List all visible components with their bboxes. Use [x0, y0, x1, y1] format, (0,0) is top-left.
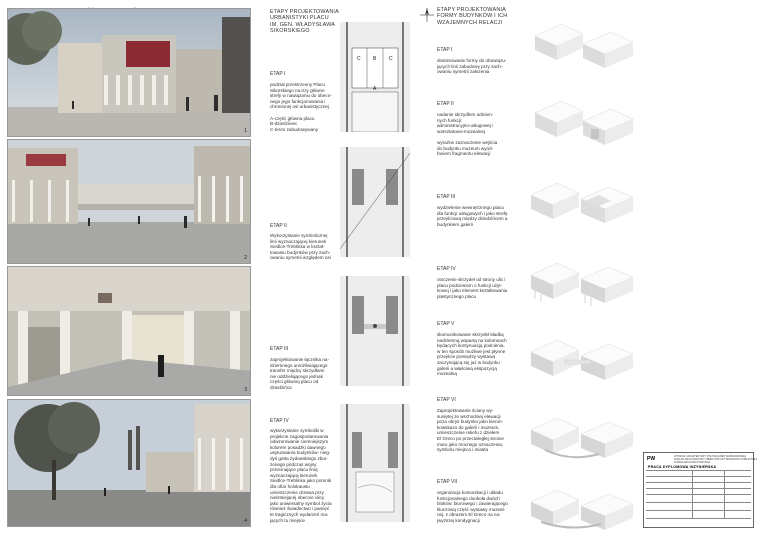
university-logo: PW	[647, 456, 656, 462]
urbanism-stage-4-text: wykorzystanie symboliki w projekcie zago…	[270, 428, 332, 523]
urbanism-stage-1-label: ETAP I	[270, 71, 286, 77]
plan-diagram-4	[340, 404, 410, 522]
massing-model-4	[521, 247, 639, 309]
building-stage-7-label: ETAP VII	[437, 479, 458, 485]
plan-diagram-2	[340, 147, 410, 257]
urbanism-stage-2-text: Wykorzystanie symbolicznej linii wyznacz…	[270, 233, 331, 261]
urbanism-stage-3-text: zaprojektowanie łącznika na- dziemnego u…	[270, 357, 329, 390]
building-stage-4-text: otoczenie skrzydeł od strony ulic i plac…	[437, 277, 508, 299]
title-block: PW WYDZIAŁ ARCHITEKTURY POLITECHNIKI WAR…	[643, 452, 757, 528]
plan-label-a: A	[373, 86, 377, 92]
building-stage-3-label: ETAP III	[437, 194, 456, 200]
render-image-1	[8, 9, 250, 136]
render-number: 3	[244, 387, 247, 393]
plan-diagram-1: C B C A	[340, 22, 410, 132]
building-stage-6-label: ETAP VI	[437, 397, 456, 403]
title-block-line-1: WYDZIAŁ ARCHITEKTURY POLITECHNIKI WARSZA…	[674, 455, 747, 458]
building-stage-1-text: dostosowanie formy do obowiązu- jących l…	[437, 58, 507, 75]
urbanism-stages-title: ETAPY PROJEKTOWANIA URBANISTYKI PLACU IM…	[270, 9, 339, 35]
building-stage-5-label: ETAP V	[437, 321, 455, 327]
render-image-3	[8, 267, 250, 395]
render-number: 4	[244, 518, 247, 524]
plan-label-c-right: C	[389, 56, 393, 62]
render-view-2: 2	[7, 139, 251, 264]
building-stage-7-text: organizacja komunikacji i układu funkcjo…	[437, 490, 508, 523]
massing-model-2	[521, 89, 639, 151]
render-view-4: 4	[7, 399, 251, 527]
plan-label-b: B	[373, 56, 377, 62]
urbanism-stage-4-label: ETAP IV	[270, 418, 289, 424]
urbanism-stage-3-label: ETAP III	[270, 346, 289, 352]
building-stage-4-label: ETAP IV	[437, 266, 456, 272]
urbanism-stage-1-text: podział przestrzenny Placu Sikorskiego n…	[270, 82, 332, 132]
building-stage-3-text: wydzielenie wewnętrznego placu dla funkc…	[437, 205, 508, 227]
render-image-2	[8, 140, 250, 263]
render-number: 2	[244, 255, 247, 261]
building-stage-2-text: nadanie skrzydłom odmien- nych funkcji: …	[437, 112, 498, 157]
render-image-4	[8, 400, 250, 526]
massing-model-6	[521, 402, 639, 464]
title-block-line-2: ZAKŁAD ARCHITEKTURY OBIEKTÓW UŻYTECZNOŚC…	[674, 458, 757, 461]
building-stage-6-text: Zaprojektowanie ściany wy- suniętej ze w…	[437, 408, 504, 453]
building-stage-2-label: ETAP II	[437, 101, 454, 107]
render-number: 1	[244, 128, 247, 134]
render-view-1: 1	[7, 8, 251, 137]
plan-diagram-3	[340, 276, 410, 386]
north-arrow-icon	[420, 8, 434, 22]
massing-model-5	[521, 324, 639, 386]
massing-model-3	[521, 169, 639, 231]
urbanism-stage-2-label: ETAP II	[270, 223, 287, 229]
title-block-main: PRACA DYPLOMOWA INŻYNIERSKA	[648, 465, 717, 469]
plan-label-c-left: C	[357, 56, 361, 62]
building-stages-title: ETAPY PROJEKTOWANIA FORMY BUDYNKÓW I ICH…	[437, 7, 508, 26]
building-stage-5-text: skomunikowanie skrzydeł kładką nadziemną…	[437, 332, 507, 377]
massing-model-1	[521, 12, 639, 74]
building-stage-1-label: ETAP I	[437, 47, 453, 53]
massing-model-7	[521, 478, 639, 532]
title-block-line-3: FORMA ARCHITEKTONICZNA	[674, 461, 711, 464]
render-view-3: 3	[7, 266, 251, 396]
